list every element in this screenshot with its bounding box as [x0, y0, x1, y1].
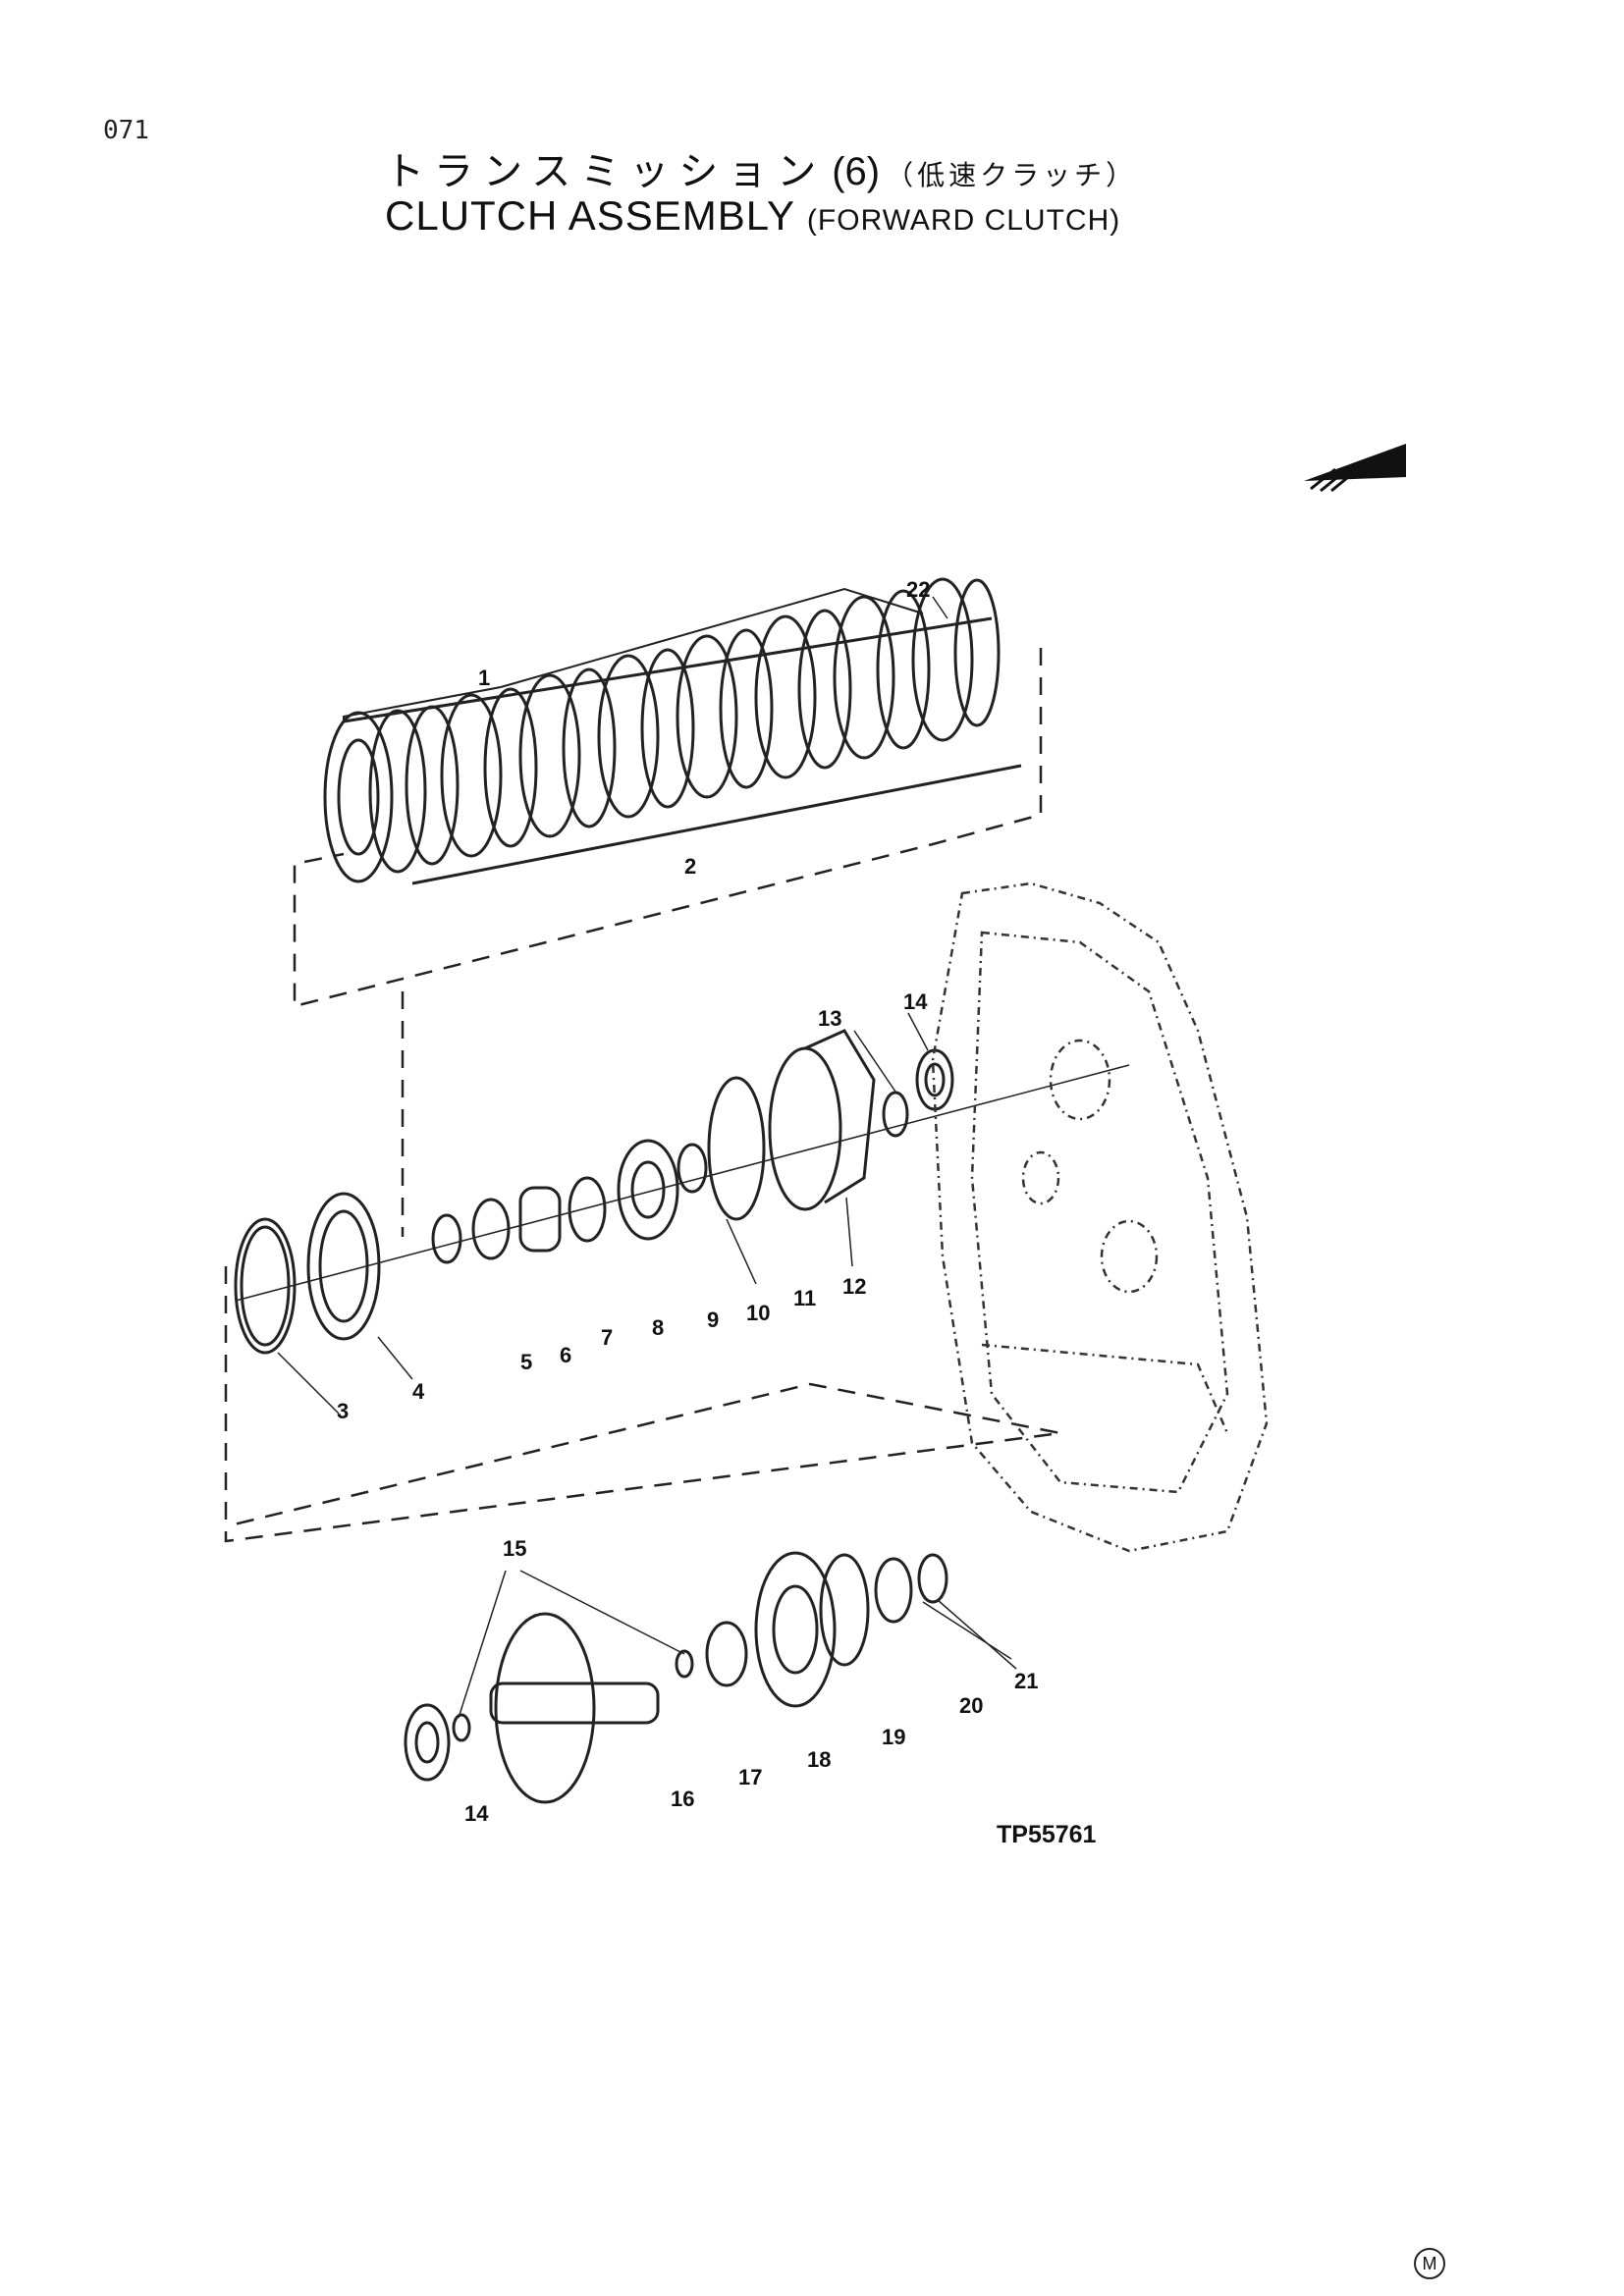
callout-16: 16	[671, 1787, 694, 1811]
title-jp-subtitle: （低速クラッチ）	[886, 159, 1138, 191]
callout-4: 4	[412, 1379, 425, 1404]
page-number: 071	[103, 116, 149, 145]
title-en-main: CLUTCH ASSEMBLY	[385, 192, 795, 239]
callout-6: 6	[560, 1343, 571, 1367]
callout-9: 9	[707, 1308, 719, 1332]
callout-14-bottom: 14	[464, 1801, 489, 1826]
title-japanese: トランスミッション(6)（低速クラッチ）	[385, 139, 1137, 196]
callout-19: 19	[882, 1725, 905, 1749]
callout-5: 5	[520, 1350, 532, 1374]
title-english: CLUTCH ASSEMBLY (FORWARD CLUTCH)	[385, 192, 1120, 240]
shaft-assembly-parts	[404, 1551, 948, 1804]
circled-m-mark: M	[1414, 2248, 1445, 2279]
callout-17: 17	[738, 1765, 762, 1789]
callout-2: 2	[684, 854, 696, 879]
title-jp-number: (6)	[832, 150, 881, 193]
callout-labels: 1 2 3 4 5 6 7 8 9 10 11 12 13 14 14 15 1…	[337, 577, 1038, 1826]
callout-22: 22	[906, 577, 930, 602]
callout-12: 12	[842, 1274, 866, 1299]
callout-14-top: 14	[903, 989, 928, 1014]
transmission-housing	[931, 881, 1269, 1553]
disc-pack-dashed-frame	[224, 648, 1061, 1543]
callout-13: 13	[818, 1006, 841, 1031]
callout-3: 3	[337, 1399, 349, 1423]
callout-leaders	[277, 596, 1017, 1719]
callout-21: 21	[1014, 1669, 1038, 1693]
callout-7: 7	[601, 1325, 613, 1350]
clutch-disc-pack	[323, 577, 1022, 885]
callout-20: 20	[959, 1693, 983, 1718]
callout-11: 11	[793, 1286, 816, 1310]
callout-1: 1	[478, 666, 490, 690]
direction-arrow-icon	[1304, 444, 1406, 493]
callout-10: 10	[746, 1301, 770, 1325]
drawing-id: TP55761	[997, 1821, 1097, 1848]
callout-8: 8	[652, 1315, 664, 1340]
piston-assembly-parts	[234, 1029, 1130, 1355]
title-en-subtitle: (FORWARD CLUTCH)	[806, 204, 1121, 237]
title-jp-main: トランスミッション	[385, 149, 827, 194]
callout-15: 15	[503, 1536, 526, 1561]
callout-18: 18	[807, 1747, 831, 1772]
